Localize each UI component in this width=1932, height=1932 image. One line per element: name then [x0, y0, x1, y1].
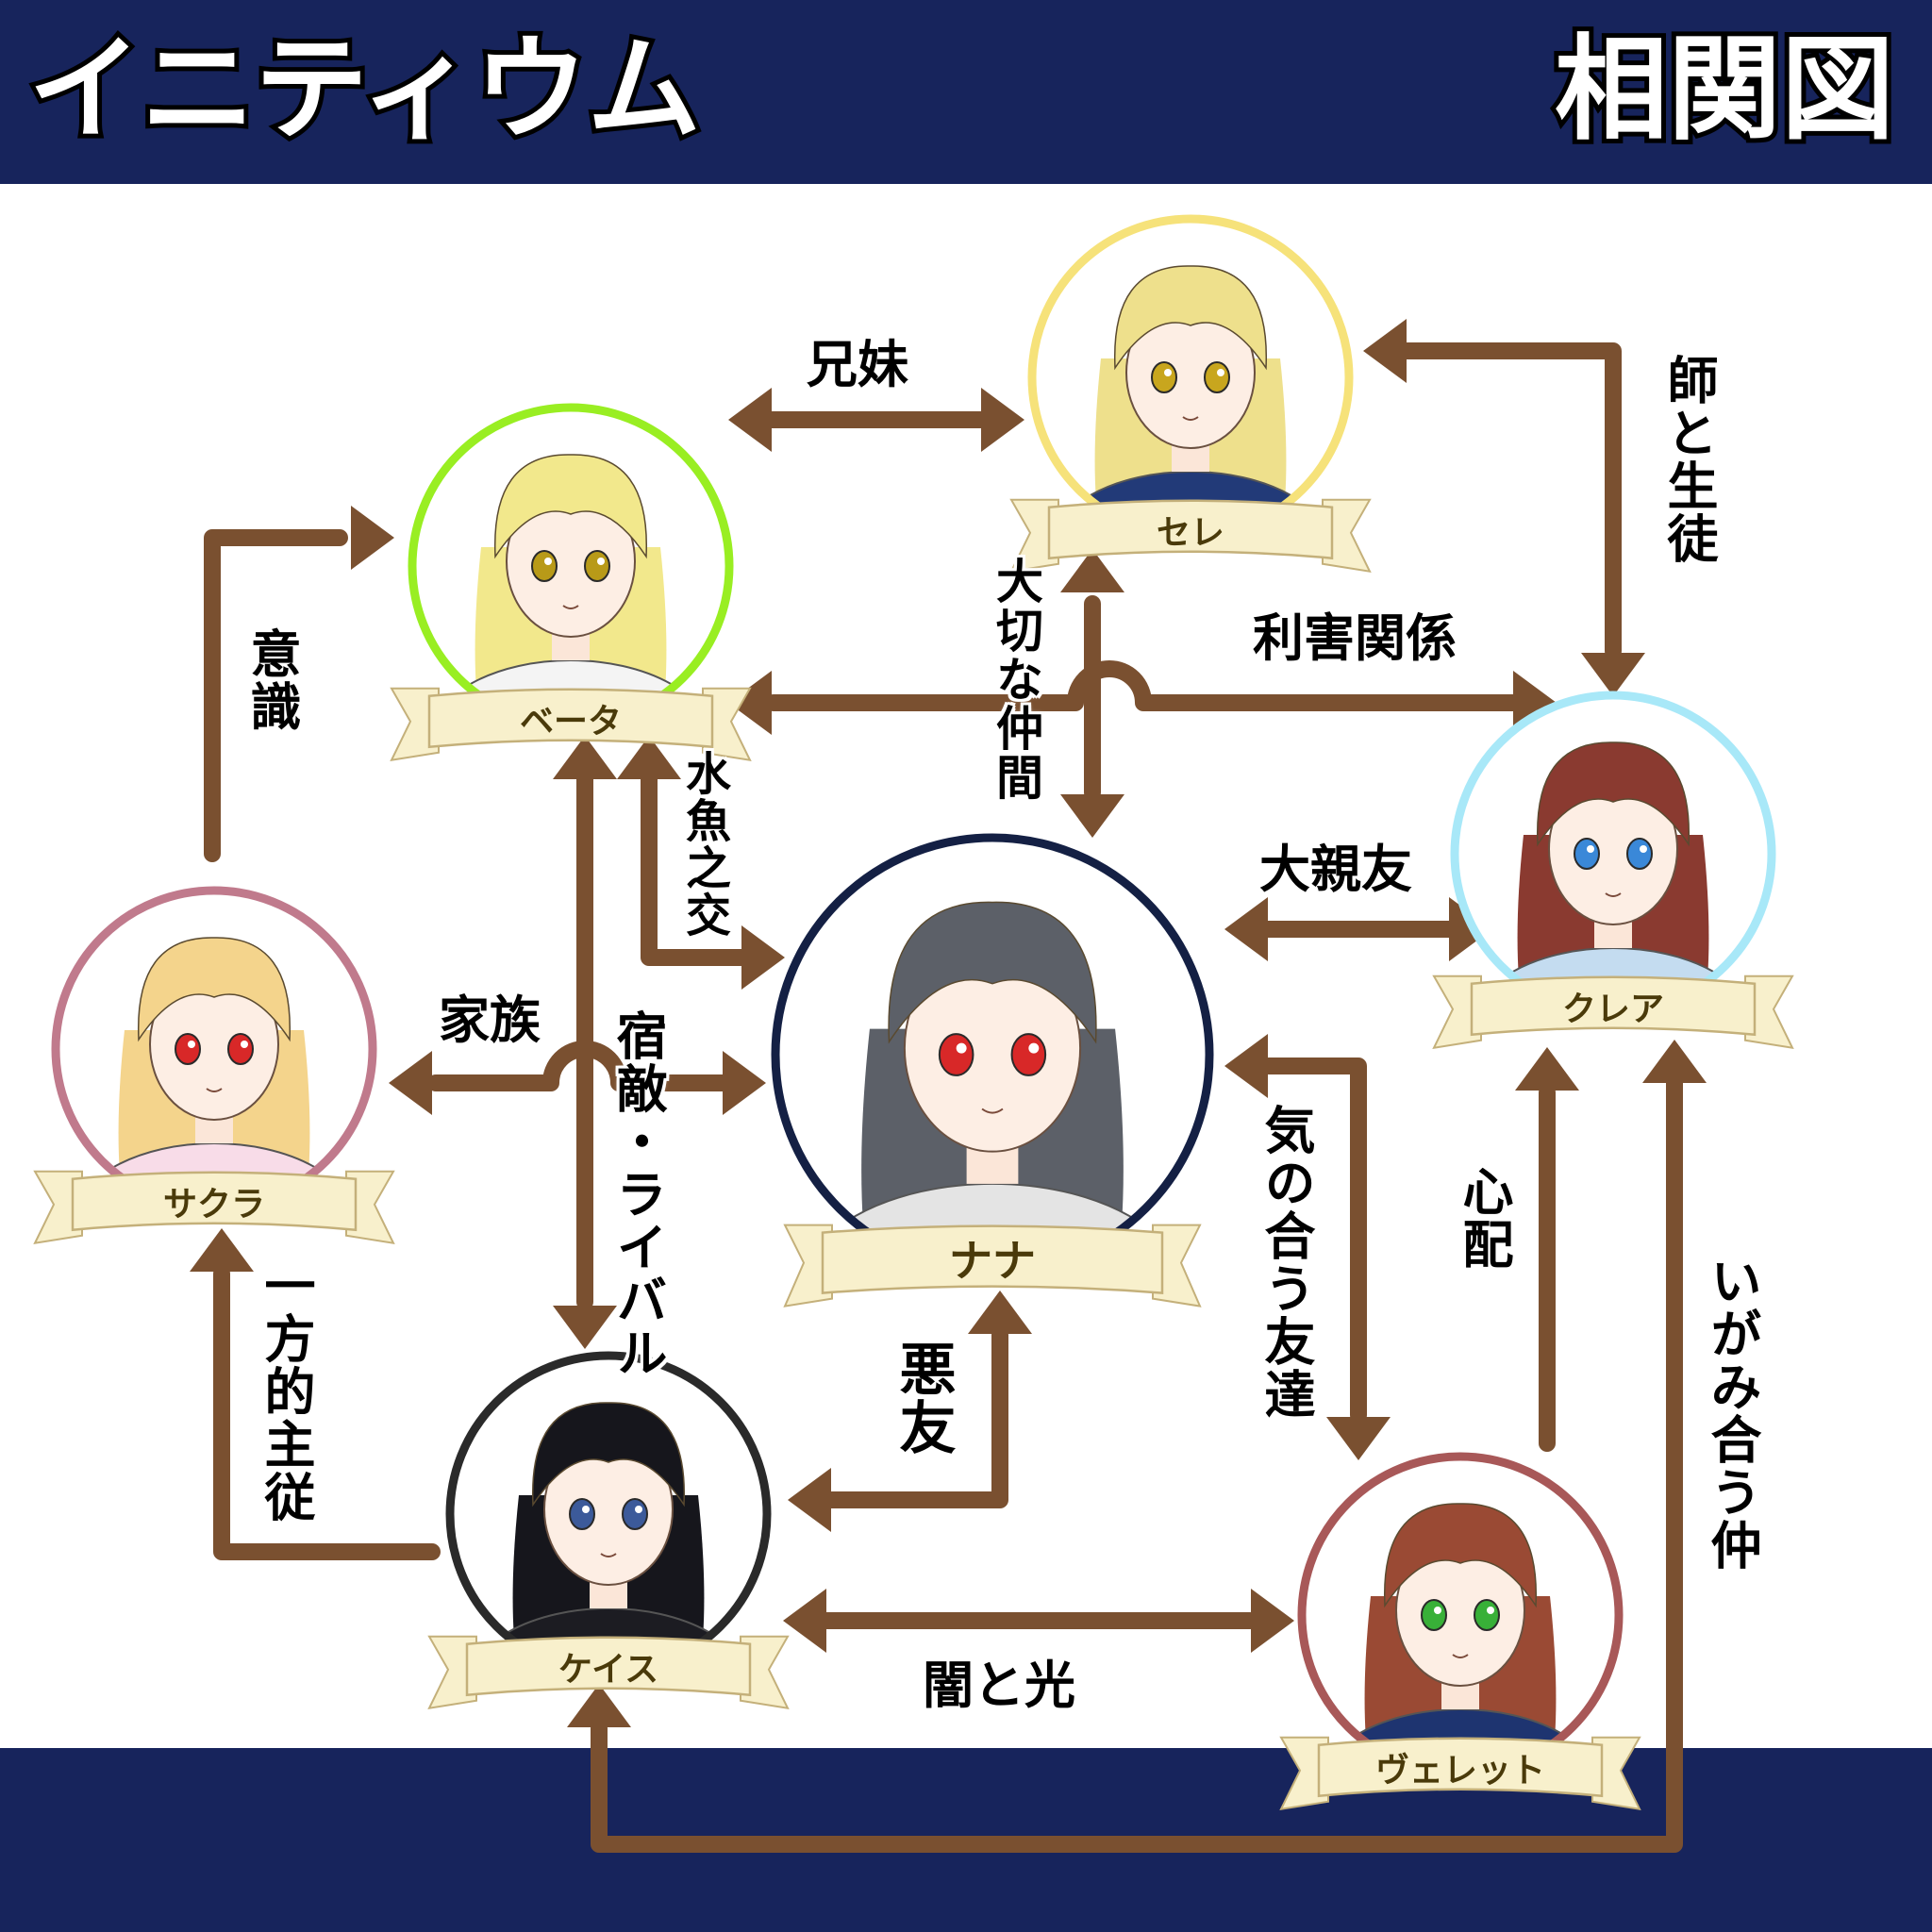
arrowhead-beta-3: [728, 671, 772, 735]
arrowhead-nana: [1060, 794, 1124, 838]
name-ribbon: セレ: [1009, 498, 1372, 574]
arrowhead-keisu: [553, 1306, 617, 1349]
character-eye: [1474, 1599, 1500, 1631]
arrow-hop-1: [1067, 660, 1152, 704]
portrait-kurea: クレア: [1432, 691, 1794, 1050]
character-name-kurea: クレア: [1562, 991, 1664, 1029]
arrowhead-kurea: [1581, 653, 1645, 696]
character-eye: [1626, 838, 1653, 870]
character-hair: [888, 901, 1097, 1044]
character-eye: [1010, 1033, 1047, 1076]
label-shinpai: 心配: [1454, 1165, 1513, 1271]
arrow-hop-2: [542, 1041, 627, 1084]
character-hair: [493, 454, 648, 559]
character-eye: [531, 550, 558, 582]
arrow-sakura-beta: [204, 529, 348, 862]
arrowhead-nana-2: [741, 925, 785, 990]
character-eye: [227, 1033, 254, 1065]
arrowhead-sakura-2: [190, 1228, 254, 1272]
arrowhead-kurea-4: [1515, 1047, 1579, 1091]
label-kyoudai: 兄妹: [807, 335, 908, 394]
character-name-sakura: サクラ: [163, 1186, 265, 1224]
arrowhead-nana-5: [1224, 1034, 1268, 1098]
character-eye: [1421, 1599, 1447, 1631]
portrait-sere: セレ: [1009, 214, 1372, 574]
arrowhead-nana-3: [1224, 897, 1268, 961]
label-suigyo-no-majiwari: 水魚之交: [677, 750, 730, 939]
arrow-keisu-nana: [822, 1326, 1008, 1508]
character-hair: [137, 937, 291, 1042]
arrow-beta-nana: [641, 767, 754, 966]
label-daishinyu: 大親友: [1259, 840, 1412, 899]
label-akuyu: 悪友: [890, 1340, 956, 1457]
character-eye: [569, 1498, 595, 1530]
character-eye: [1574, 838, 1600, 870]
arrow-sere-kurea: [1392, 342, 1622, 659]
label-igamiau-naka: いがみ合う仲: [1702, 1255, 1761, 1572]
arrowhead-nana-6: [968, 1291, 1032, 1334]
character-eye: [938, 1033, 974, 1076]
character-name-veret: ヴェレット: [1375, 1752, 1545, 1790]
arrowhead-sere-2: [1363, 319, 1407, 383]
arrow-keisu-kurea: [591, 1074, 1683, 1853]
name-ribbon: サクラ: [33, 1170, 395, 1245]
character-hair: [531, 1402, 686, 1507]
character-name-sere: セレ: [1157, 514, 1224, 553]
name-ribbon: ヴェレット: [1279, 1736, 1641, 1811]
arrowhead-kurea-5: [1642, 1040, 1707, 1083]
arrowhead-nana-4: [723, 1051, 766, 1115]
portrait-sakura: サクラ: [33, 886, 395, 1245]
relationship-arrows: [190, 319, 1707, 1853]
arrowhead-beta-4: [617, 736, 681, 779]
label-taisetsu-na-nakama: 大切な仲間: [989, 557, 1043, 802]
header-band: [0, 0, 1932, 184]
arrowhead-sere-3: [1060, 549, 1124, 592]
arrowhead-keisu-3: [783, 1589, 826, 1653]
label-shi-to-seito: 師と生徒: [1658, 354, 1718, 565]
portrait-nana: ナナ: [771, 833, 1214, 1307]
character-hair: [1383, 1503, 1538, 1608]
portrait-veret: ヴェレット: [1279, 1452, 1641, 1811]
character-name-keisu: ケイス: [558, 1651, 658, 1690]
diagram-subtitle: 相関図: [1550, 25, 1899, 156]
label-ippouteki-shuju: 一方的主従: [256, 1259, 315, 1524]
portrait-beta: ベータ: [390, 403, 752, 762]
name-ribbon: ベータ: [390, 687, 752, 762]
name-ribbon: ケイス: [427, 1635, 790, 1710]
label-yami-to-hikari: 闇と光: [923, 1656, 1075, 1715]
character-eye: [584, 550, 610, 582]
arrowhead-beta: [728, 388, 772, 452]
character-name-nana: ナナ: [949, 1236, 1036, 1287]
character-eye: [1204, 361, 1230, 393]
name-ribbon: クレア: [1432, 974, 1794, 1050]
arrowhead-veret: [1326, 1417, 1391, 1460]
character-name-beta: ベータ: [520, 703, 622, 741]
label-ki-no-au-tomodachi: 気の合う友達: [1256, 1104, 1315, 1421]
arrowhead-keisu-4: [567, 1684, 631, 1727]
arrow-nana-veret: [1260, 1058, 1367, 1424]
arrow-keisu-sakura: [213, 1265, 441, 1560]
arrowhead-beta-5: [553, 736, 617, 779]
portrait-keisu: ケイス: [427, 1351, 790, 1710]
arrowhead-sakura: [389, 1051, 432, 1115]
character-hair: [1113, 265, 1268, 371]
arrowhead-veret-2: [1251, 1589, 1294, 1653]
character-hair: [1536, 741, 1690, 847]
arrowhead-sere: [981, 388, 1024, 452]
arrowhead-keisu-2: [788, 1468, 831, 1532]
diagram-title: イニティウム: [24, 25, 706, 156]
character-eye: [1151, 361, 1177, 393]
character-eye: [175, 1033, 201, 1065]
label-ishiki: 意識: [242, 627, 301, 733]
label-shukuteki-rival: 宿敵・ライバル: [608, 1009, 667, 1379]
label-kazoku: 家族: [439, 991, 541, 1050]
label-rigai-kankei: 利害関係: [1253, 608, 1457, 668]
arrowhead-beta-2: [351, 506, 394, 570]
character-eye: [622, 1498, 648, 1530]
name-ribbon: ナナ: [783, 1224, 1202, 1307]
